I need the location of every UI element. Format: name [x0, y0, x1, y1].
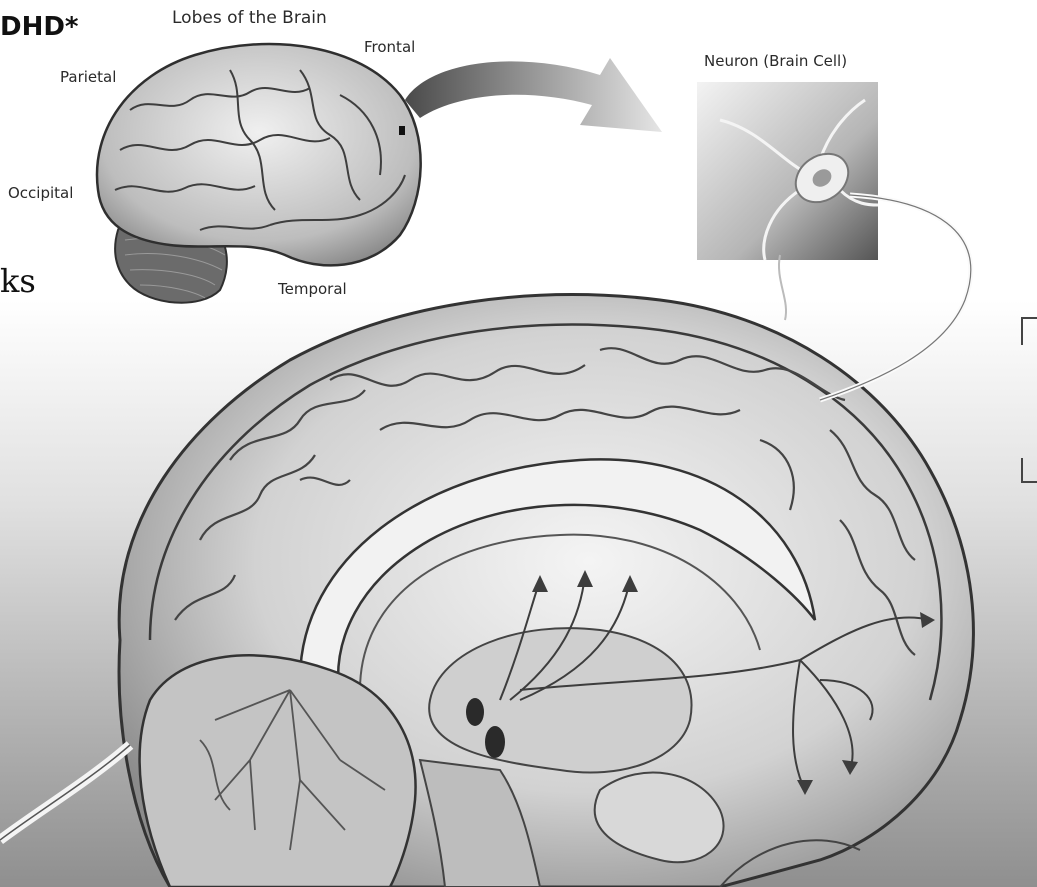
side-text-fragment: ks: [0, 262, 36, 300]
lobes-title: Lobes of the Brain: [172, 8, 327, 28]
zoom-arrow: [405, 58, 662, 132]
label-occipital: Occipital: [8, 184, 73, 202]
label-parietal: Parietal: [60, 68, 116, 86]
neuron-title: Neuron (Brain Cell): [704, 52, 847, 70]
lobes-brain: [97, 44, 421, 303]
neuron-box: [697, 82, 878, 260]
header-title-fragment: DHD*: [0, 12, 79, 42]
label-temporal: Temporal: [278, 280, 347, 298]
label-frontal: Frontal: [364, 38, 415, 56]
frontal-marker: [399, 126, 405, 135]
